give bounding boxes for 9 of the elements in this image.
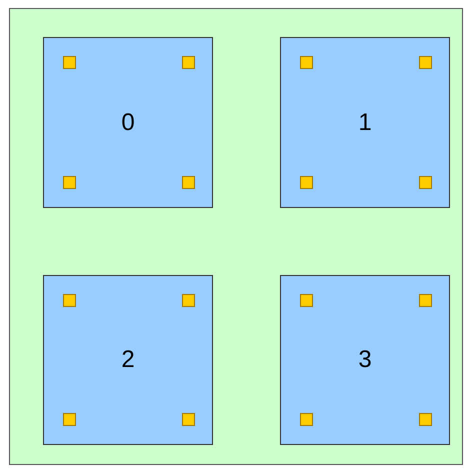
panel-background xyxy=(9,8,463,465)
tile-number: 2 xyxy=(121,348,135,372)
tile xyxy=(43,37,213,208)
tile-number: 3 xyxy=(358,348,372,372)
tile xyxy=(43,275,213,445)
tile-number: 1 xyxy=(358,110,372,134)
tile-number: 0 xyxy=(121,110,135,134)
tile xyxy=(280,37,450,208)
tile xyxy=(280,275,450,445)
